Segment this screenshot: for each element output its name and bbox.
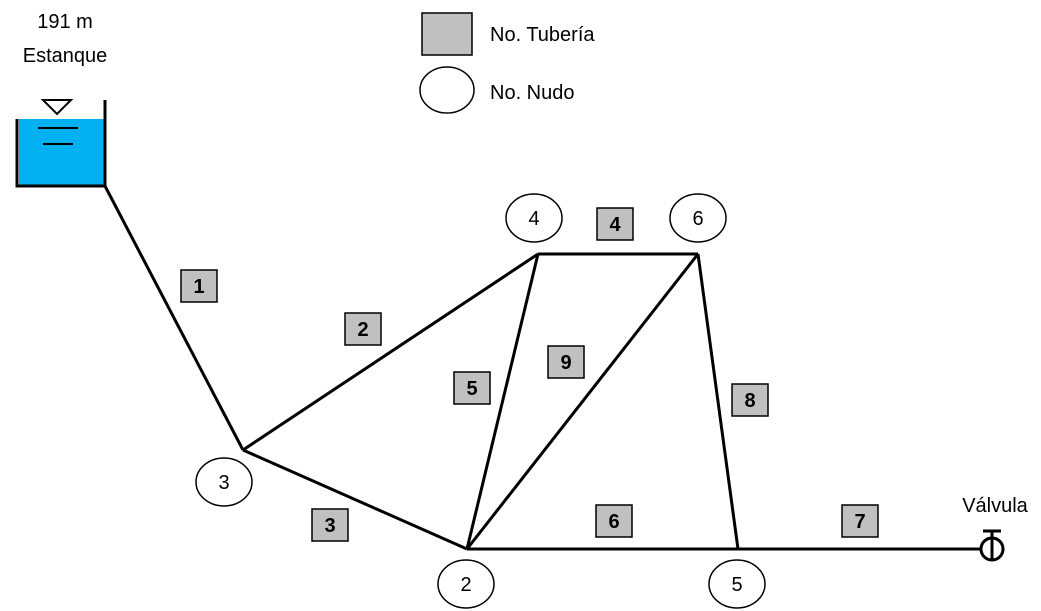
- node-6: 6: [669, 193, 727, 243]
- node-label: 4: [528, 208, 539, 230]
- pipe-2: [242, 252, 539, 452]
- tank-water: [19, 119, 105, 186]
- pipe-label-6: 6: [595, 504, 633, 538]
- tank: 191 m Estanque: [15, 11, 108, 188]
- pipe-label-text: 5: [466, 378, 477, 400]
- valve-label: Válvula: [962, 495, 1028, 517]
- tank-elevation-label: 191 m: [37, 11, 93, 33]
- tank-name-label: Estanque: [23, 45, 108, 67]
- pipe-label-1: 1: [180, 269, 218, 303]
- legend-pipe-label: No. Tubería: [490, 24, 595, 46]
- node-4: 4: [505, 193, 563, 243]
- pipe-labels: 1 2 3 4 5 6 7 8: [180, 207, 879, 542]
- pipes: [103, 185, 980, 551]
- pipe-label-text: 4: [609, 214, 621, 236]
- pipe-label-text: 1: [193, 276, 204, 298]
- pipe-label-text: 2: [357, 319, 368, 341]
- node-label: 6: [692, 208, 703, 230]
- pipe-label-9: 9: [547, 345, 585, 379]
- node-5: 5: [708, 559, 766, 609]
- node-3: 3: [195, 457, 253, 507]
- pipe-label-text: 7: [854, 511, 865, 533]
- nodes: 3 4 6 2 5: [195, 193, 766, 609]
- pipe-label-2: 2: [344, 312, 382, 346]
- valve: Válvula: [962, 495, 1029, 562]
- pipe-label-text: 6: [608, 511, 619, 533]
- legend-node-circle: [419, 66, 475, 114]
- tank-wall: [15, 100, 107, 188]
- node-label: 5: [731, 574, 742, 596]
- legend: No. Tubería No. Nudo: [419, 12, 595, 114]
- pipe-3: [242, 448, 468, 551]
- pipe-label-5: 5: [453, 371, 491, 405]
- pipe-label-7: 7: [841, 504, 879, 538]
- pipe-8: [696, 253, 740, 550]
- pipe-label-8: 8: [731, 383, 769, 417]
- node-label: 3: [218, 472, 229, 494]
- pipe-9: [465, 253, 700, 550]
- pipe-label-text: 8: [744, 390, 755, 412]
- node-label: 2: [460, 574, 471, 596]
- pipe-label-3: 3: [311, 508, 349, 542]
- pipe-5: [465, 253, 540, 550]
- legend-pipe-box: [421, 12, 473, 56]
- pipe-label-text: 9: [560, 352, 571, 374]
- node-2: 2: [437, 559, 495, 609]
- legend-node-label: No. Nudo: [490, 82, 575, 104]
- pipe-label-4: 4: [596, 207, 634, 241]
- pipe-1: [103, 185, 245, 451]
- water-level-triangle-icon: [40, 99, 74, 116]
- pipe-label-text: 3: [324, 515, 335, 537]
